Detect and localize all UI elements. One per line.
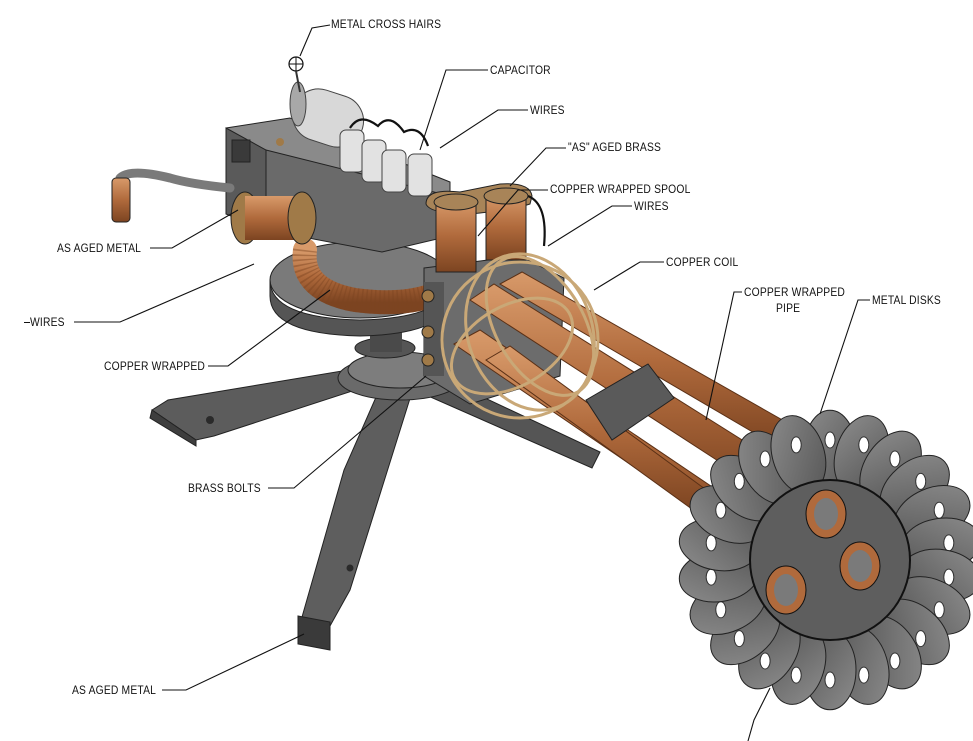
metal-disk-hole	[933, 501, 945, 519]
label-metal-disks: METAL DISKS	[872, 293, 941, 307]
metal-disk-hole	[915, 630, 927, 648]
copper-handle-grip	[111, 177, 131, 223]
leader-capacitor	[419, 69, 488, 151]
leader-as-aged-metal-bottom	[162, 633, 305, 691]
label-copper-wrapped-pipe-line2: PIPE	[776, 301, 801, 315]
metal-disk-hole	[715, 601, 727, 619]
label-metal-cross-hairs: METAL CROSS HAIRS	[331, 17, 442, 31]
label-copper-wrapped: COPPER WRAPPED	[104, 359, 206, 373]
metal-disk-hole	[824, 671, 836, 689]
label-wires-left: WIRES	[30, 315, 65, 329]
leader-metal-disks	[819, 299, 870, 415]
metal-disk-hole	[715, 501, 727, 519]
copper-wrapped-spool	[435, 199, 477, 273]
label-copper-coil: COPPER COIL	[666, 255, 739, 269]
label-wires-top: WIRES	[530, 103, 565, 117]
leader-copper-wrapped	[208, 289, 331, 367]
copper-coil-cage	[440, 252, 600, 420]
leader-copper-wrapped-spool	[477, 189, 548, 237]
curved-copper-coil	[292, 238, 442, 315]
label-capacitor: CAPACITOR	[490, 63, 551, 77]
metal-disk-hole	[759, 652, 771, 670]
leader-wires-top	[439, 109, 528, 149]
label-brass-bolts: BRASS BOLTS	[188, 481, 261, 495]
wires-left-dash	[24, 322, 30, 323]
metal-disk-hole	[933, 601, 945, 619]
label-copper-wrapped-spool: COPPER WRAPPED SPOOL	[550, 182, 691, 196]
metal-disk-hole	[733, 472, 745, 490]
metal-disk-hole	[824, 431, 836, 449]
handle-pipe	[115, 168, 235, 193]
metal-disk-hole	[943, 534, 955, 552]
leader-brass-bolts	[268, 375, 427, 489]
label-wires-spool: WIRES	[634, 199, 669, 213]
turret-ring	[269, 238, 451, 337]
leader-as-aged-brass	[509, 147, 566, 187]
leader-copper-wrapped-pipe	[705, 291, 742, 421]
barrels	[453, 271, 801, 543]
leader-as-aged-metal-left	[150, 209, 239, 249]
label-as-aged-metal-bottom: AS AGED METAL	[72, 683, 157, 697]
muzzle-plate	[749, 479, 911, 641]
metal-disks	[678, 409, 973, 711]
leader-lines	[74, 24, 870, 741]
leader-bottom-muzzle	[747, 687, 771, 741]
metal-disk-hole	[790, 666, 802, 684]
label-as-aged-metal-left: AS AGED METAL	[57, 241, 142, 255]
label-copper-wrapped-pipe-line1: COPPER WRAPPED	[744, 285, 846, 299]
metal-disk-hole	[705, 568, 717, 586]
tripod-leg-front	[299, 387, 413, 627]
leader-wires-left	[74, 263, 255, 323]
leader-wires-spool	[547, 205, 632, 247]
label-as-aged-brass: "AS" AGED BRASS	[568, 140, 662, 154]
metal-disk-hole	[733, 630, 745, 648]
metal-disk-hole	[889, 652, 901, 670]
leader-copper-coil	[593, 261, 664, 291]
leader-metal-cross-hairs	[299, 24, 331, 57]
metal-disk-hole	[858, 436, 870, 454]
capacitor	[288, 56, 433, 197]
metal-disk-hole	[759, 450, 771, 468]
metal-disk-hole	[915, 472, 927, 490]
metal-disk-hole	[790, 436, 802, 454]
tripod	[149, 330, 601, 651]
metal-disk-hole	[889, 450, 901, 468]
metal-disk-hole	[858, 666, 870, 684]
